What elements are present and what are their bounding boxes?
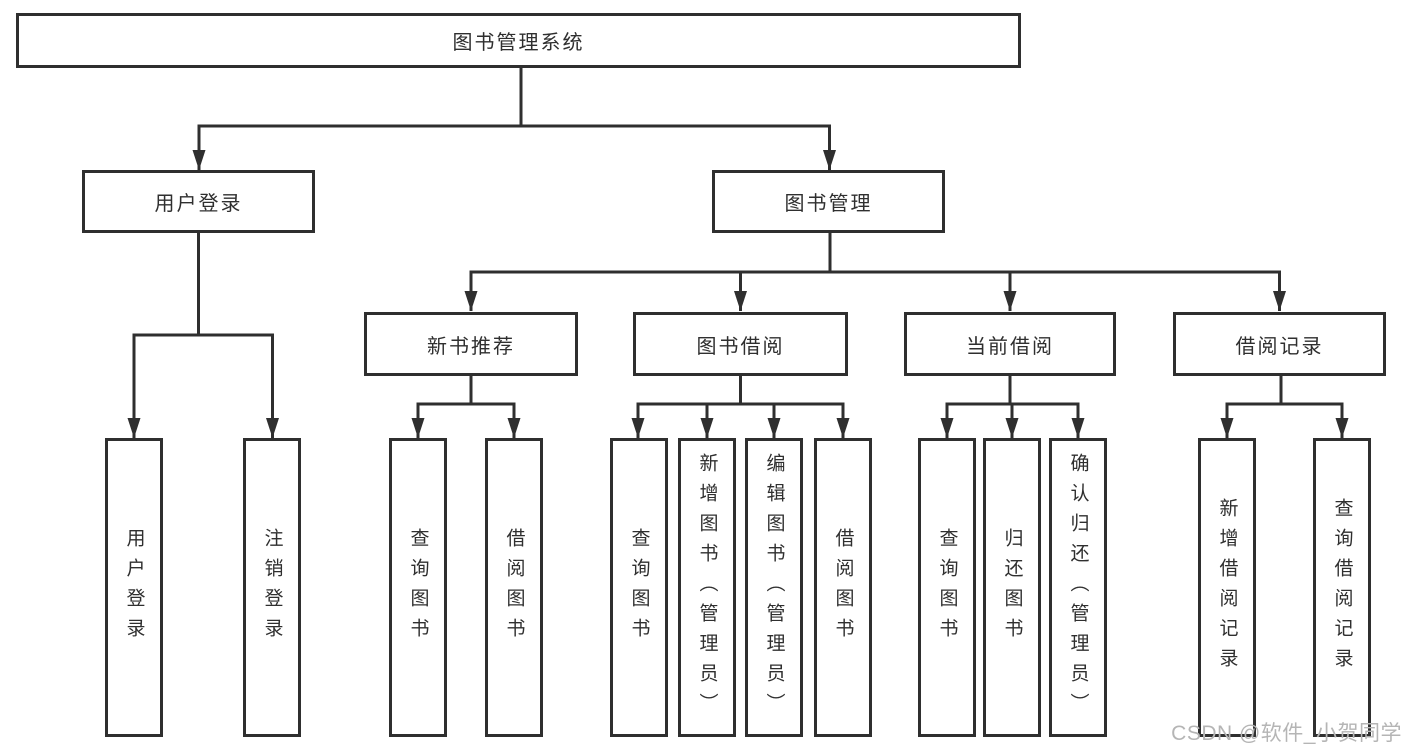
node-book-management: 图书管理 xyxy=(712,170,945,233)
leaf-query-books-current-label: 查询图书 xyxy=(936,527,958,648)
leaf-query-books-current: 查询图书 xyxy=(918,438,976,737)
leaf-user-login: 用户登录 xyxy=(105,438,163,737)
leaf-confirm-return-admin: 确认归还（管理员） xyxy=(1049,438,1107,737)
leaf-add-borrow-record: 新增借阅记录 xyxy=(1198,438,1256,737)
leaf-edit-books-admin-label: 编辑图书（管理员） xyxy=(763,452,785,723)
csdn-watermark: CSDN @软件_小贺同学 xyxy=(1171,722,1402,745)
node-current-borrow: 当前借阅 xyxy=(904,312,1116,376)
leaf-add-borrow-record-label: 新增借阅记录 xyxy=(1216,497,1238,678)
leaf-query-borrow-record: 查询借阅记录 xyxy=(1313,438,1371,737)
leaf-edit-books-admin: 编辑图书（管理员） xyxy=(745,438,803,737)
node-root-system: 图书管理系统 xyxy=(16,13,1021,68)
leaf-query-borrow-record-label: 查询借阅记录 xyxy=(1331,497,1353,678)
leaf-borrow-books-recommend: 借阅图书 xyxy=(485,438,543,737)
leaf-logout: 注销登录 xyxy=(243,438,301,737)
leaf-return-books: 归还图书 xyxy=(983,438,1041,737)
leaf-borrow-books-label: 借阅图书 xyxy=(832,527,854,648)
leaf-query-books-recommend: 查询图书 xyxy=(389,438,447,737)
leaf-query-books-borrow: 查询图书 xyxy=(610,438,668,737)
leaf-add-books-admin: 新增图书（管理员） xyxy=(678,438,736,737)
leaf-logout-label: 注销登录 xyxy=(261,527,283,648)
node-new-book-recommend: 新书推荐 xyxy=(364,312,578,376)
node-book-borrow: 图书借阅 xyxy=(633,312,848,376)
leaf-confirm-return-admin-label: 确认归还（管理员） xyxy=(1067,452,1089,723)
node-user-login: 用户登录 xyxy=(82,170,315,233)
leaf-borrow-books-recommend-label: 借阅图书 xyxy=(503,527,525,648)
leaf-add-books-admin-label: 新增图书（管理员） xyxy=(696,452,718,723)
leaf-return-books-label: 归还图书 xyxy=(1001,527,1023,648)
leaf-user-login-label: 用户登录 xyxy=(123,527,145,648)
leaf-query-books-borrow-label: 查询图书 xyxy=(628,527,650,648)
node-borrow-records: 借阅记录 xyxy=(1173,312,1386,376)
leaf-borrow-books: 借阅图书 xyxy=(814,438,872,737)
leaf-query-books-recommend-label: 查询图书 xyxy=(407,527,429,648)
